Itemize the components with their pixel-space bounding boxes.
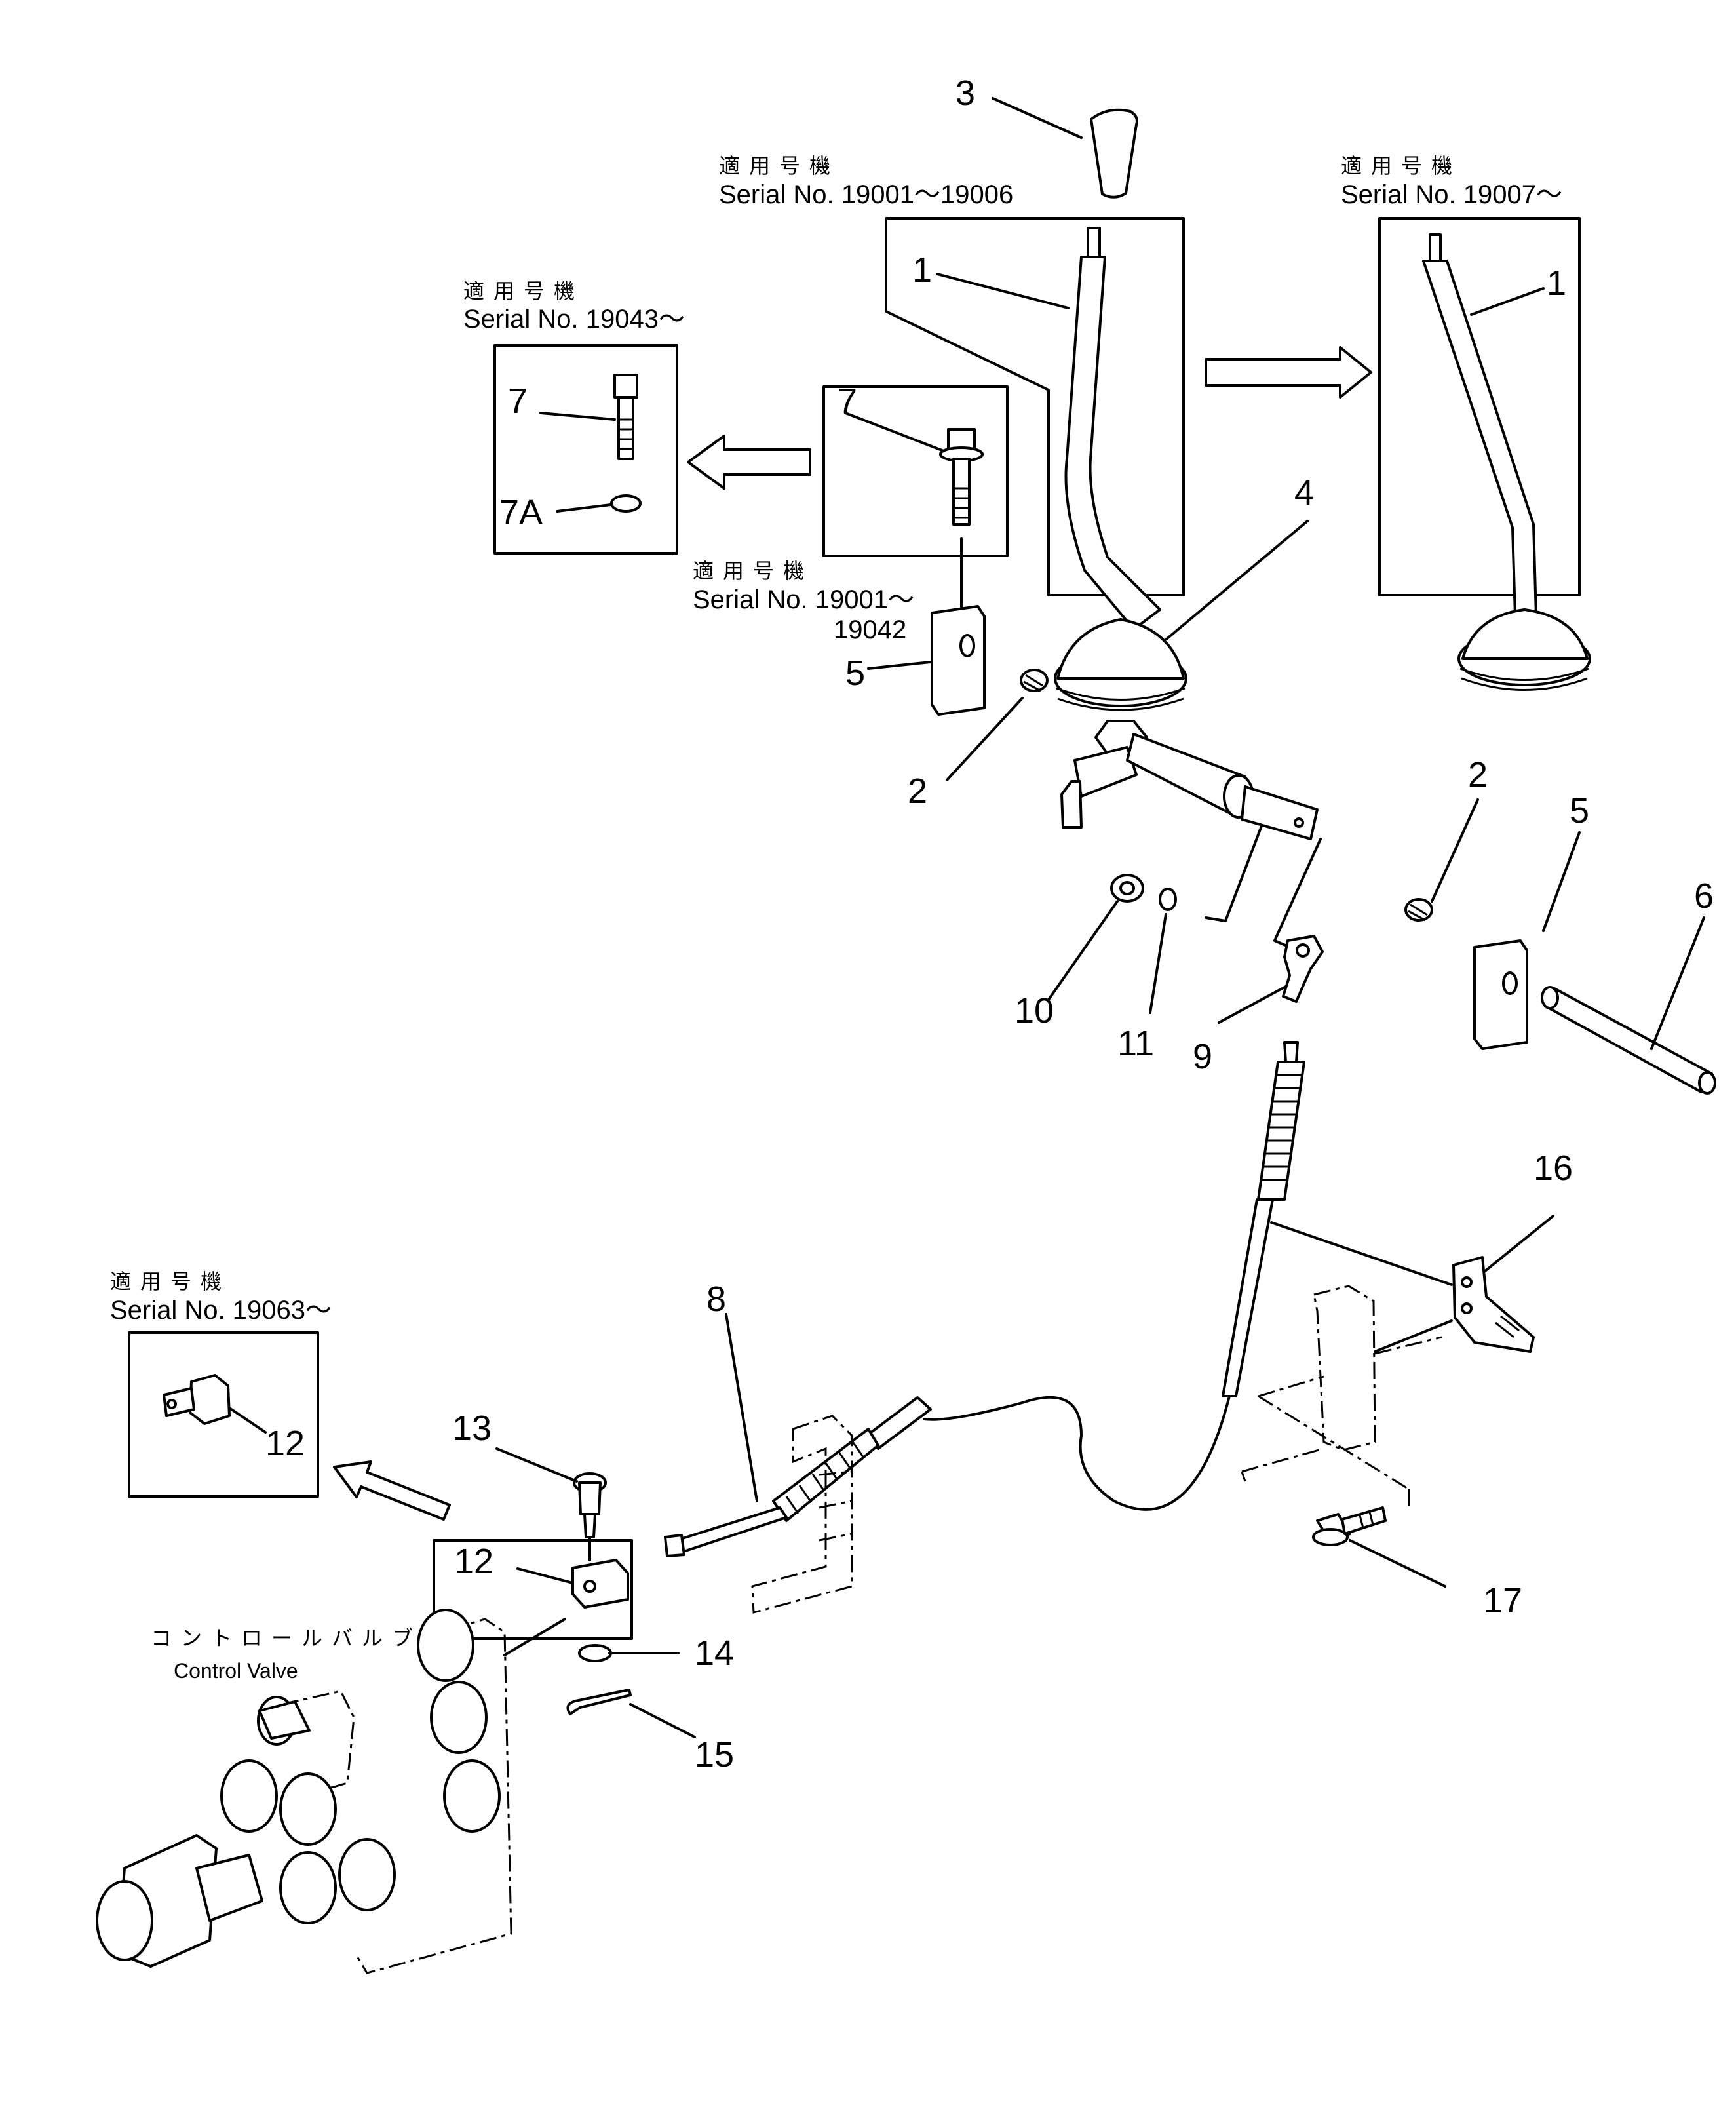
bracket-plate-icon	[1452, 1256, 1535, 1353]
serial-note-range: Serial No. 19063～	[110, 1296, 332, 1325]
callout-1: 1	[1547, 264, 1566, 303]
nut-icon	[1020, 669, 1049, 692]
callout-4: 4	[1294, 473, 1314, 513]
callout-2: 2	[908, 772, 927, 811]
lever-early-icon	[1064, 227, 1161, 631]
arrow-left-icon	[687, 435, 811, 490]
callout-8: 8	[706, 1280, 726, 1319]
arrow-right-icon	[1205, 346, 1372, 399]
callout-3: 3	[955, 73, 975, 113]
lever-bracket-icon	[1060, 720, 1319, 840]
callout-7: 7	[508, 381, 528, 421]
joint-early-icon	[571, 1559, 629, 1609]
callout-7: 7	[838, 381, 857, 421]
cable-bracket-icon	[751, 1415, 853, 1614]
callout-leaders	[228, 97, 1705, 1738]
callout-12: 12	[454, 1542, 493, 1581]
callout-5: 5	[1570, 791, 1589, 830]
callout-6: 6	[1694, 876, 1714, 916]
serial-note-jp-label: 適用号機	[719, 154, 839, 178]
serial-note-jp-label: 適用号機	[1341, 154, 1461, 178]
washer-icon	[610, 494, 642, 513]
control-valve-label: Control Valve	[174, 1659, 298, 1683]
callout-17: 17	[1483, 1581, 1522, 1620]
washer-icon	[578, 1644, 612, 1662]
serial-note-joint-late: 適用号機 Serial No. 19063～	[110, 1270, 332, 1325]
ball-joint-icon	[1282, 935, 1324, 1003]
serial-note-bolt-late: 適用号機 Serial No. 19043～	[463, 279, 685, 334]
joint-late-icon	[163, 1374, 231, 1425]
serial-note-jp-label: 適用号機	[463, 279, 584, 303]
control-valve-jp-label: コントロールバルブ	[151, 1626, 422, 1650]
flange-bolt-icon	[939, 428, 984, 526]
serial-note-jp-label: 適用号機	[693, 559, 813, 583]
serial-note-lever-late: 適用号機 Serial No. 19007～	[1341, 154, 1562, 209]
inset-frame-lever-early	[885, 217, 1185, 596]
lever-late-icon	[1422, 233, 1591, 691]
callout-11: 11	[1117, 1024, 1154, 1063]
washer-icon	[1159, 888, 1177, 911]
inset-frame-joint-late	[128, 1331, 319, 1498]
callout-15: 15	[695, 1735, 734, 1774]
callout-7A: 7A	[499, 493, 543, 532]
inset-frame-bolt-late	[493, 344, 678, 555]
callout-9: 9	[1193, 1037, 1212, 1076]
pin-icon	[1541, 986, 1716, 1095]
leader-line	[1205, 825, 1322, 952]
callout-5: 5	[845, 654, 865, 693]
callout-14: 14	[695, 1633, 734, 1673]
serial-note-range: Serial No. 19001～	[693, 585, 914, 614]
nut-icon	[1404, 898, 1433, 922]
callout-2: 2	[1468, 755, 1488, 794]
callout-10: 10	[1014, 991, 1054, 1030]
inset-frame-lever-late	[1378, 217, 1581, 596]
clevis-pin-icon	[573, 1472, 607, 1538]
nut-icon	[1110, 874, 1144, 903]
boot-icon	[1054, 618, 1187, 711]
callout-13: 13	[452, 1409, 492, 1448]
leader-line	[1270, 1221, 1453, 1353]
cotter-pin-icon	[566, 1689, 632, 1715]
serial-note-jp-label: 適用号機	[110, 1270, 231, 1293]
callout-16: 16	[1533, 1148, 1573, 1188]
serial-note-range: Serial No. 19043～	[463, 305, 685, 334]
control-valve-icon	[96, 1609, 512, 1974]
cable-support-bracket-icon	[1241, 1285, 1442, 1508]
serial-note-range: Serial No. 19007～	[1341, 180, 1562, 209]
callout-1: 1	[912, 250, 932, 290]
callout-12: 12	[265, 1424, 305, 1463]
block-icon	[1473, 939, 1528, 1050]
leader-line	[503, 1536, 591, 1656]
serial-note-range-cont: 19042	[834, 615, 906, 644]
serial-note-lever-early: 適用号機 Serial No. 19001～19006	[719, 154, 1013, 209]
serial-note-range: Serial No. 19001～19006	[719, 180, 1013, 209]
bolt-late-icon	[613, 374, 638, 460]
block-icon	[931, 605, 986, 716]
control-cable-icon	[664, 1041, 1305, 1557]
knob-icon	[1090, 108, 1138, 199]
arrow-up-left-icon	[333, 1460, 451, 1521]
bolt-icon	[1312, 1506, 1387, 1546]
inset-frame-bolt-early	[822, 385, 1009, 557]
serial-note-bolt-early: 適用号機 Serial No. 19001～ 19042	[693, 559, 914, 644]
